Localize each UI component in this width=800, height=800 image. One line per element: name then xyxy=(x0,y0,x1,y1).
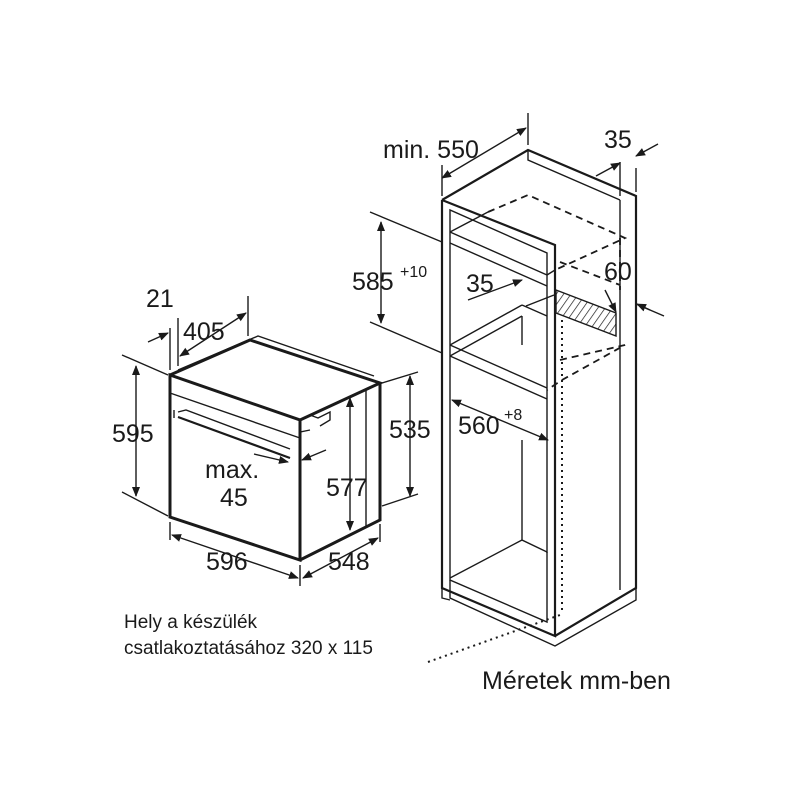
label-oven-535: 535 xyxy=(389,416,431,444)
label-width-560-tolerance: +8 xyxy=(504,407,522,424)
label-oven-max: max. xyxy=(205,456,259,484)
label-inner-35: 35 xyxy=(466,270,494,298)
label-oven-405: 405 xyxy=(183,318,225,346)
oven-dimensions xyxy=(121,296,419,586)
label-oven-21: 21 xyxy=(146,285,174,313)
label-oven-45: 45 xyxy=(220,484,248,512)
label-width-560: 560 xyxy=(458,412,500,440)
oven-drawing xyxy=(168,335,385,563)
label-oven-596: 596 xyxy=(206,548,248,576)
label-oven-595: 595 xyxy=(112,420,154,448)
cabinet-dimensions xyxy=(369,113,665,441)
label-depth-35: 35 xyxy=(604,126,632,154)
label-height-585: 585 xyxy=(352,268,394,296)
units-caption: Méretek mm-ben xyxy=(482,667,671,695)
connection-note-line1: Hely a készülék xyxy=(124,612,258,633)
dimension-labels: min. 550 35 585 +10 35 60 560 +8 21 405 … xyxy=(112,126,671,695)
label-min-width: min. 550 xyxy=(383,136,479,164)
label-height-585-tolerance: +10 xyxy=(400,264,427,281)
label-oven-548: 548 xyxy=(328,548,370,576)
label-vent-60: 60 xyxy=(604,258,632,286)
connection-note-line2: csatlakoztatásához 320 x 115 xyxy=(124,638,373,659)
label-oven-577: 577 xyxy=(326,474,368,502)
cabinet-drawing xyxy=(427,148,638,663)
